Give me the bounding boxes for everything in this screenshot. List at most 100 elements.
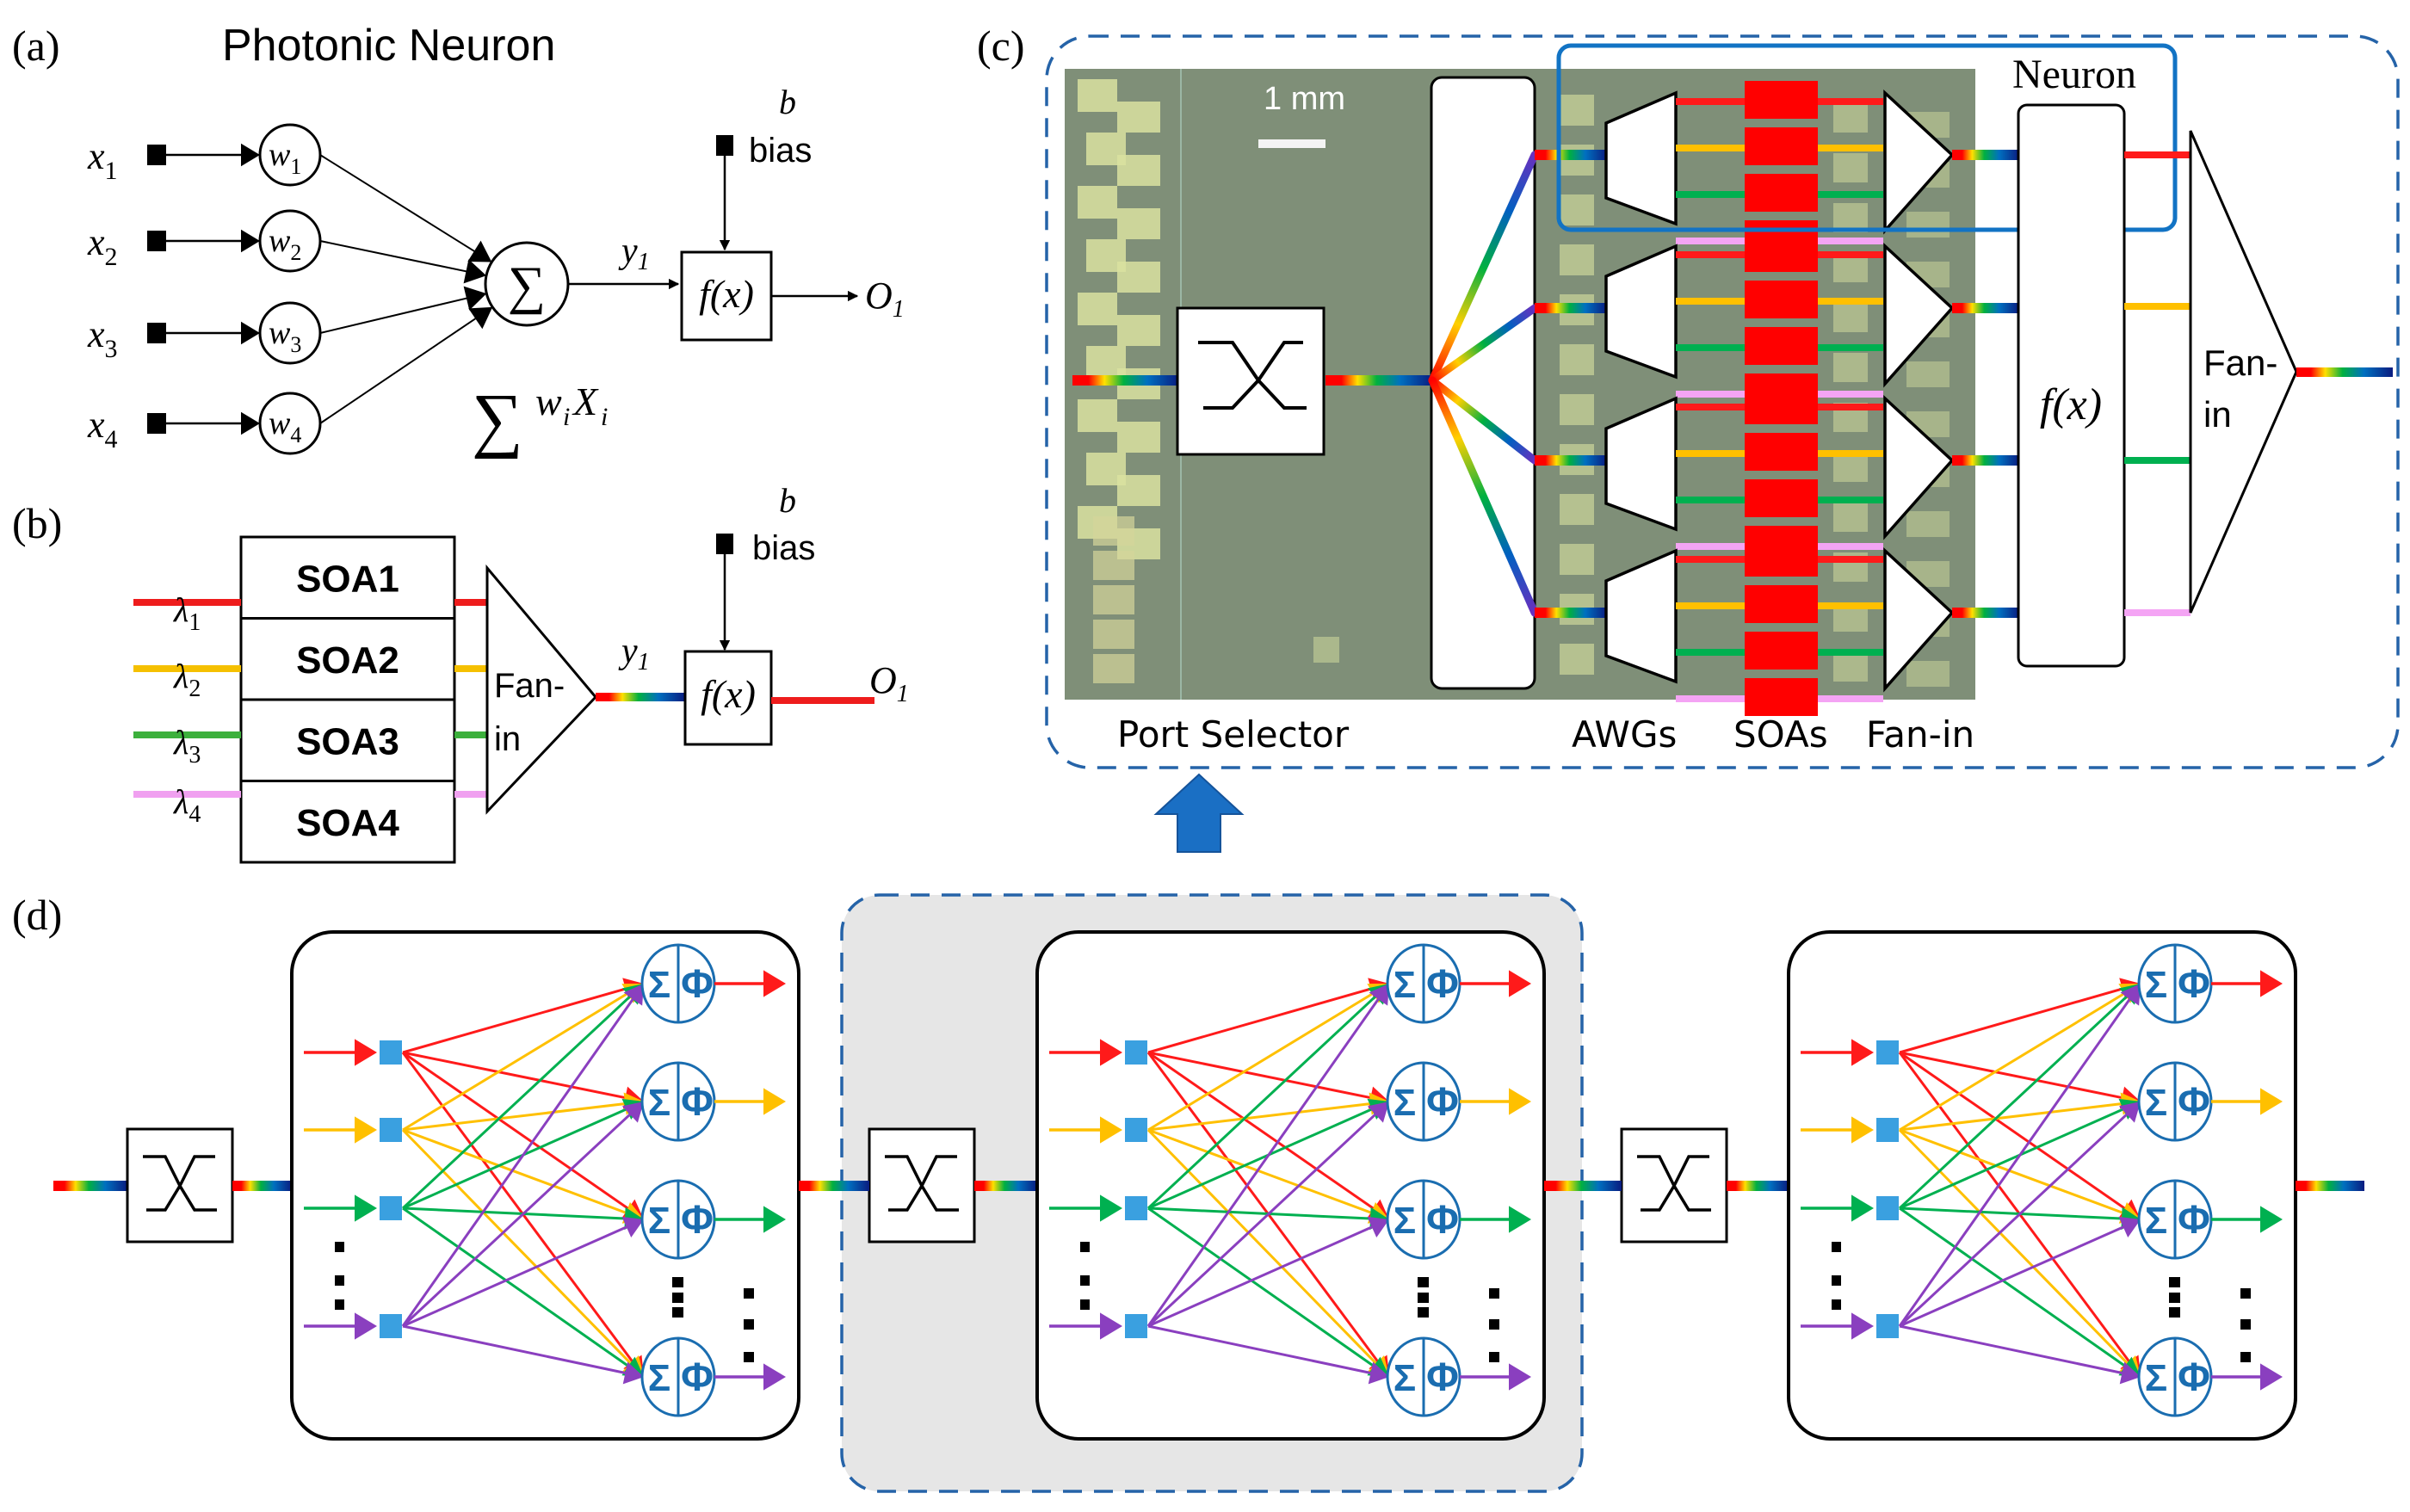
- soa-box: [239, 698, 456, 782]
- bond-pad: [1560, 344, 1594, 375]
- activation-column-label: f(x): [2040, 380, 2102, 429]
- wavelength-symbol: λ: [173, 782, 188, 821]
- wavelength-symbol: λ: [173, 657, 188, 695]
- input-label: x4: [87, 404, 118, 454]
- input-node: [380, 1314, 402, 1338]
- neuron-sum-symbol: Σ: [1393, 964, 1416, 1006]
- soa-box: [239, 780, 456, 864]
- neuron-sum-symbol: Σ: [2145, 964, 2167, 1006]
- weight-connection: [1899, 985, 2129, 1054]
- activation-output-line: [2124, 457, 2191, 464]
- activation-box: [680, 250, 773, 342]
- weight-connection-arrowhead: [2118, 1102, 2141, 1123]
- weight-label: w2: [269, 223, 301, 265]
- ellipsis-dot: [1418, 1277, 1429, 1287]
- neuron-output-arrowhead: [2260, 1206, 2283, 1233]
- neuron-output-arrowhead: [1509, 1088, 1531, 1115]
- bond-pad: [1560, 544, 1594, 575]
- soa-block: [1745, 479, 1818, 517]
- soa-block: [1745, 234, 1818, 272]
- network-input-signal: [53, 1181, 127, 1191]
- wavelength-sub: 3: [188, 742, 201, 768]
- ellipsis-dot: [1832, 1242, 1841, 1252]
- neuron-output-arrowhead: [2260, 1363, 2283, 1391]
- wavelength-input-line: [133, 731, 241, 738]
- weight-connection: [402, 1128, 633, 1217]
- ellipsis-dot: [2240, 1352, 2251, 1362]
- weight-connection-arrowhead: [622, 1361, 644, 1385]
- fanin-output-signal: [1952, 608, 2019, 618]
- fanin-small-triangle: [1883, 395, 1955, 540]
- wavelength-label: λ4: [173, 782, 201, 828]
- weight-to-sum-arrowhead: [463, 286, 487, 311]
- input-node: [1125, 1118, 1147, 1142]
- neuron-activation-symbol: Φ: [2178, 961, 2210, 1006]
- neuron-sum-symbol: Σ: [648, 1082, 670, 1124]
- neuron-activation-symbol: Φ: [681, 1355, 714, 1399]
- awg-input-signal: [1535, 608, 1607, 618]
- ellipsis-dot: [2169, 1293, 2180, 1303]
- neuron-output-arrowhead: [2260, 1088, 2283, 1115]
- input-label: x1: [87, 135, 118, 185]
- bond-pad: [1078, 399, 1117, 432]
- awg-trapezoid: [1604, 90, 1678, 226]
- neuron-sum-symbol: Σ: [1393, 1200, 1416, 1242]
- sum-formula: ∑ w i X i: [472, 380, 608, 460]
- switch-icon: [1637, 1155, 1711, 1212]
- weight-to-sum-line: [319, 295, 473, 334]
- ellipsis-dot: [1080, 1242, 1090, 1252]
- output-label-b: O1: [869, 659, 909, 707]
- input-arrowhead: [1851, 1312, 1874, 1340]
- neuron-output-arrowhead: [763, 970, 786, 997]
- neuron-sum-symbol: Σ: [1393, 1082, 1416, 1124]
- input-label-name: x: [87, 135, 105, 177]
- input-arrowhead: [1100, 1312, 1122, 1340]
- bond-pad: [1117, 208, 1160, 239]
- weight-to-sum-line: [319, 154, 481, 256]
- soa-block: [1745, 127, 1818, 165]
- weight-connection: [1146, 1128, 1382, 1370]
- awgs-label: AWGs: [1572, 713, 1677, 756]
- neuron-activation-symbol: Φ: [2178, 1355, 2210, 1399]
- panel-c: (c) 1 mm Neuron f(x) Fan- in: [977, 22, 2400, 769]
- neuron-activation-symbol: Φ: [681, 1197, 714, 1242]
- neuron-output-arrowhead: [763, 1088, 786, 1115]
- neuron-sum-symbol: Σ: [2145, 1357, 2167, 1399]
- bond-pad: [1560, 494, 1594, 525]
- bond-pad: [1117, 102, 1160, 133]
- port-selector-output-signal: [1326, 375, 1432, 386]
- ellipsis-dot: [744, 1352, 754, 1362]
- sum-formula-w-sub: i: [563, 403, 570, 431]
- weight-connection: [401, 1128, 637, 1370]
- bond-pad: [1833, 103, 1868, 133]
- wavelength-input-line: [133, 665, 241, 672]
- bond-pad: [1906, 212, 1950, 238]
- output-label: O1: [865, 275, 905, 323]
- soa-block: [1745, 327, 1818, 365]
- ellipsis-dot: [1832, 1275, 1841, 1286]
- weight-label-sub: 2: [290, 240, 301, 265]
- ellipsis-dot: [1489, 1288, 1499, 1299]
- weight-label-name: w: [269, 315, 291, 351]
- weight-connection: [402, 1324, 633, 1376]
- weight-connection-arrowhead: [1369, 984, 1389, 1006]
- ellipsis-dot: [672, 1293, 683, 1303]
- bond-pad: [1833, 652, 1868, 682]
- selector-output-signal: [232, 1181, 292, 1191]
- fanout-waveguide: [1428, 376, 1539, 465]
- port-selector-label: Port Selector: [1117, 713, 1350, 756]
- activation-outputs: [2124, 151, 2191, 616]
- input-arrowhead: [1100, 1116, 1122, 1144]
- awg-trapezoid: [1604, 396, 1678, 532]
- bond-pad: [1833, 303, 1868, 332]
- weight-connection-arrowhead: [621, 1102, 644, 1123]
- wavelength-sub: 1: [188, 609, 201, 636]
- ellipsis-dot: [2240, 1319, 2251, 1330]
- bond-pad: [1560, 244, 1594, 275]
- bond-pad: [1906, 661, 1950, 687]
- weight-connection: [401, 992, 639, 1327]
- soa-block: [1745, 539, 1818, 577]
- input-arrowhead: [355, 1312, 377, 1340]
